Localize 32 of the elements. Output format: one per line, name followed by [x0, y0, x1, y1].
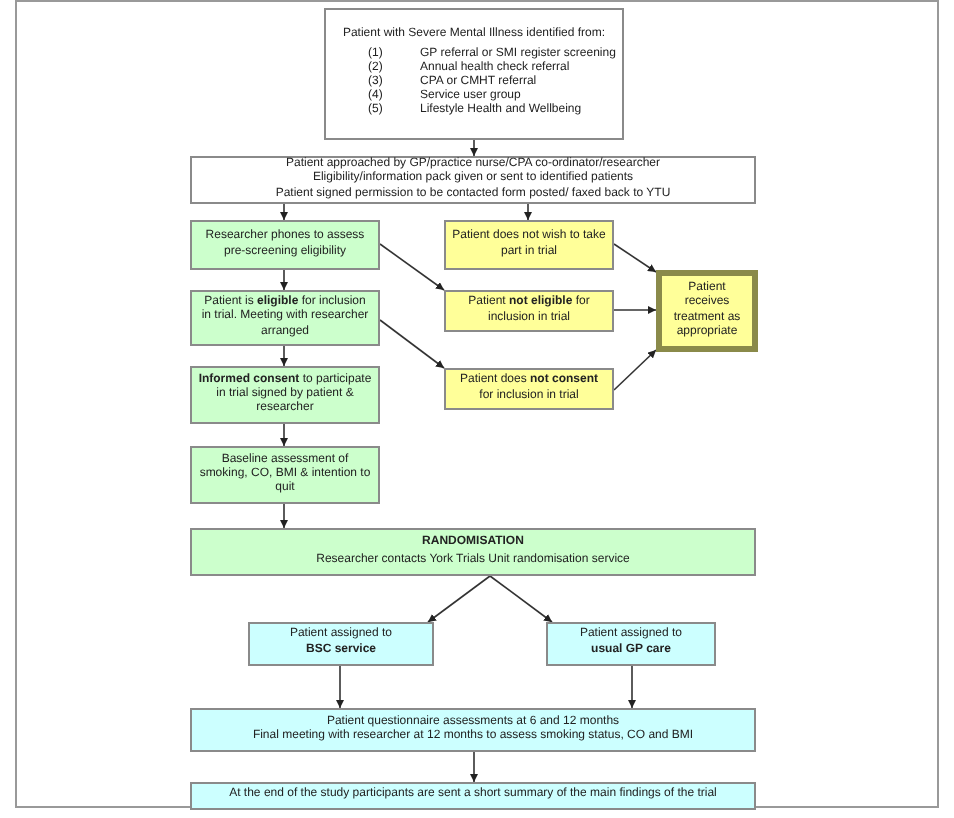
process-box [190, 156, 756, 204]
arrow [489, 575, 553, 623]
arrow [613, 349, 657, 391]
arrow [613, 243, 657, 273]
process-box [444, 290, 614, 332]
arrow [280, 345, 288, 367]
process-box [324, 8, 624, 140]
arrow [470, 139, 478, 157]
process-box [248, 622, 434, 666]
process-box [190, 220, 380, 270]
arrow [470, 751, 478, 783]
arrow [427, 575, 491, 623]
arrow [280, 269, 288, 291]
arrow [280, 423, 288, 447]
process-box [190, 528, 756, 576]
process-box [190, 366, 380, 424]
process-box [656, 270, 758, 352]
arrow [524, 203, 532, 221]
arrow [280, 203, 288, 221]
arrow [613, 306, 657, 314]
process-box [190, 290, 380, 346]
arrow [280, 503, 288, 529]
process-box [444, 368, 614, 410]
process-box [546, 622, 716, 666]
process-box [190, 782, 756, 810]
process-box [444, 220, 614, 270]
arrow [628, 665, 636, 709]
arrow [336, 665, 344, 709]
arrow [379, 319, 445, 369]
arrow [379, 243, 445, 291]
process-box [190, 446, 380, 504]
process-box [190, 708, 756, 752]
